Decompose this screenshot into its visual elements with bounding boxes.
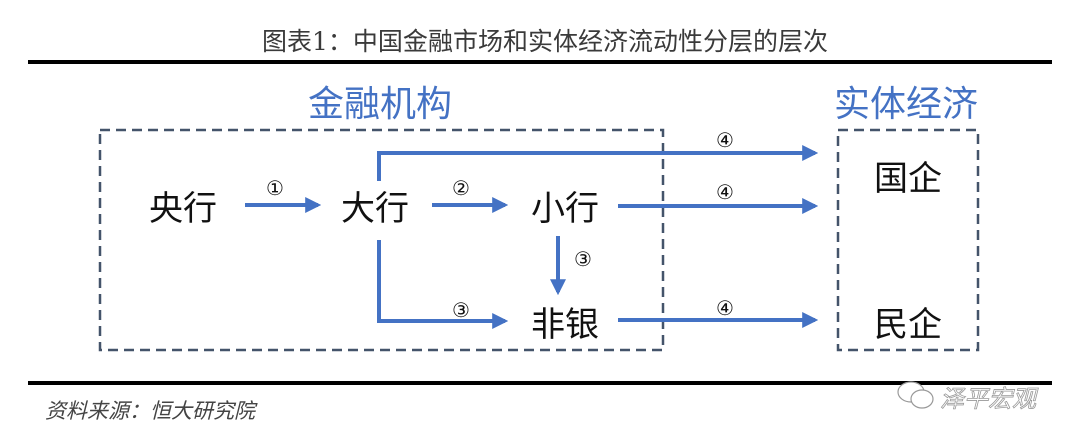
node-big-banks: 大行 <box>341 189 409 229</box>
step-label-4a: ④ <box>716 128 734 152</box>
wechat-icon <box>897 381 934 409</box>
step-label-3b: ③ <box>452 298 470 322</box>
watermark: 泽平宏观 <box>940 385 1039 413</box>
node-soe: 国企 <box>874 159 942 199</box>
top-rule <box>28 60 1052 64</box>
node-central-bank: 央行 <box>149 189 217 229</box>
step-label-1: ① <box>266 176 284 200</box>
step-label-4b: ④ <box>716 180 734 204</box>
node-private: 民企 <box>874 305 942 345</box>
financial-institutions-box <box>98 128 665 352</box>
figure-title: 图表1：中国金融市场和实体经济流动性分层的层次 <box>262 27 828 56</box>
node-small-banks: 小行 <box>531 189 599 229</box>
arrow-big-to-nonbank <box>377 240 509 329</box>
step-label-3a: ③ <box>574 247 592 271</box>
group-label-real: 实体经济 <box>834 84 978 125</box>
node-non-banks: 非银 <box>531 305 599 345</box>
bottom-rule <box>28 381 1052 385</box>
step-label-4c: ④ <box>716 296 734 320</box>
real-economy-box <box>836 128 980 352</box>
source-note: 资料来源：恒大研究院 <box>45 399 258 423</box>
arrow-big-to-soe <box>377 145 819 181</box>
step-label-2: ② <box>452 176 470 200</box>
group-label-financial: 金融机构 <box>308 84 452 125</box>
